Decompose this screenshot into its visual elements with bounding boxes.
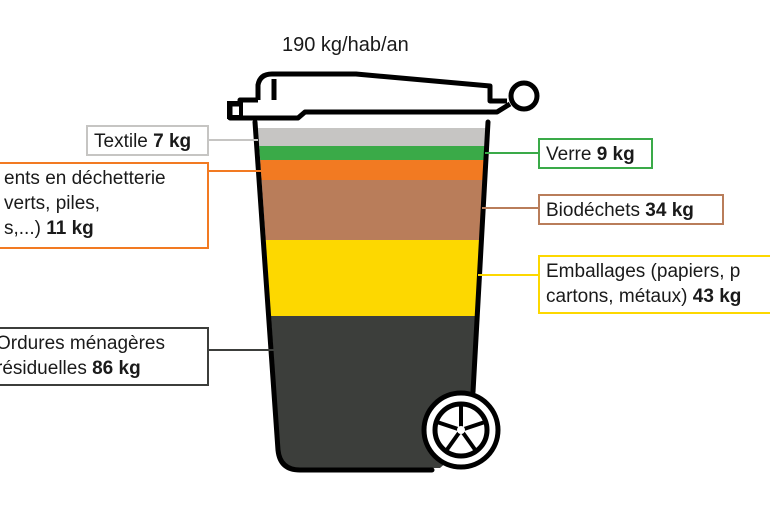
bin-lid bbox=[227, 71, 512, 121]
label-dechetterie-line2: verts, piles, bbox=[4, 193, 101, 214]
bin-outline bbox=[252, 119, 491, 473]
label-dechetterie: ents en déchetterie verts, piles, s,...)… bbox=[0, 162, 209, 249]
layer-dechetterie bbox=[258, 160, 486, 180]
label-emballages: Emballages (papiers, p cartons, métaux) … bbox=[538, 255, 770, 314]
wheel-icon bbox=[421, 390, 501, 470]
label-ordures: Ordures ménagères résiduelles 86 kg bbox=[0, 327, 209, 386]
label-emballages-line1: Emballages (papiers, p bbox=[546, 261, 741, 282]
layer-biodechets bbox=[258, 180, 486, 240]
label-verre-value: 9 kg bbox=[596, 144, 635, 165]
label-biodechets: Biodéchets 34 kg bbox=[538, 194, 724, 225]
label-ordures-value: 86 kg bbox=[92, 358, 141, 379]
total-title: 190 kg/hab/an bbox=[282, 34, 409, 56]
label-textile: Textile 7 kg bbox=[86, 125, 209, 156]
label-dechetterie-line3: s,...) bbox=[4, 218, 47, 239]
label-emballages-line2: cartons, métaux) bbox=[546, 286, 693, 307]
label-biodechets-value: 34 kg bbox=[645, 200, 694, 221]
label-biodechets-text: Biodéchets bbox=[546, 200, 646, 221]
layer-verre bbox=[258, 146, 486, 160]
label-verre: Verre 9 kg bbox=[538, 138, 653, 169]
layer-emballages bbox=[258, 240, 486, 316]
label-ordures-line1: Ordures ménagères bbox=[0, 333, 165, 354]
lid-hinge-icon bbox=[508, 80, 540, 112]
label-textile-value: 7 kg bbox=[153, 131, 192, 152]
label-textile-text: Textile bbox=[94, 131, 154, 152]
label-ordures-line2: résiduelles bbox=[0, 358, 93, 379]
label-emballages-value: 43 kg bbox=[692, 286, 742, 307]
layer-textile bbox=[258, 128, 486, 146]
label-verre-text: Verre bbox=[546, 144, 597, 165]
label-dechetterie-value: 11 kg bbox=[46, 218, 94, 239]
label-dechetterie-line1: ents en déchetterie bbox=[4, 168, 166, 189]
